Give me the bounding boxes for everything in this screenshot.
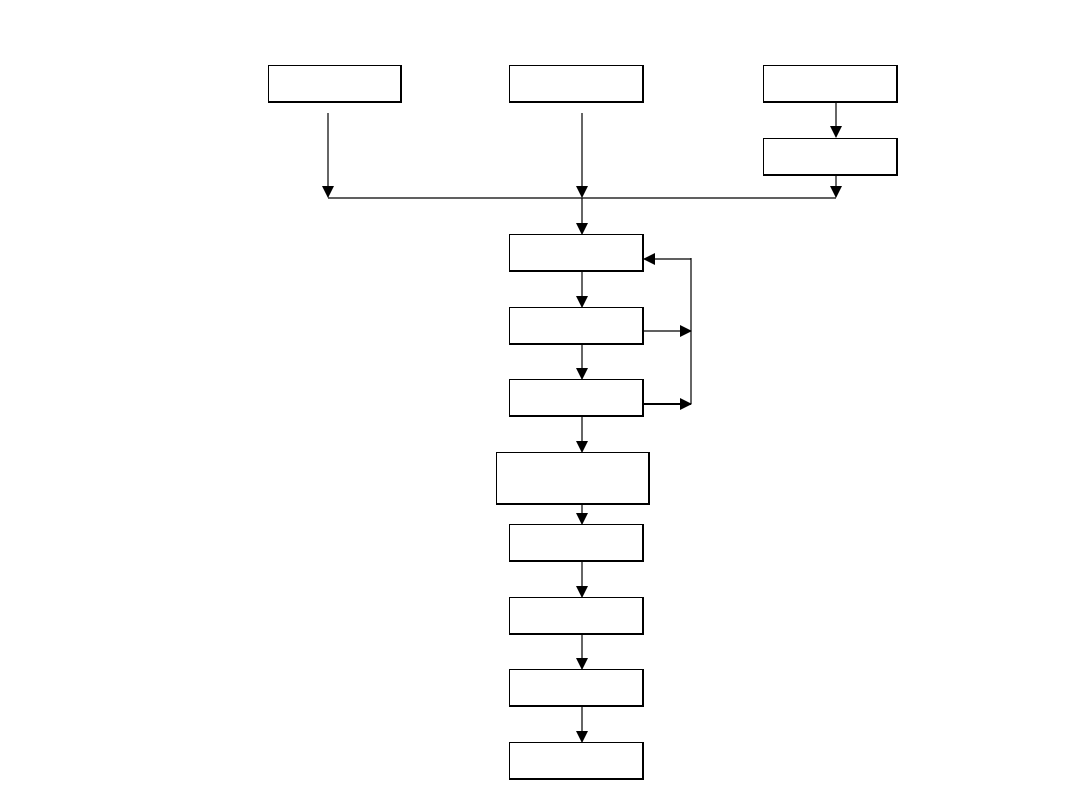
process-step-5	[509, 524, 644, 562]
process-step-8	[509, 742, 644, 780]
input-box-center	[509, 65, 644, 103]
process-step-6	[509, 597, 644, 635]
process-step-2	[509, 307, 644, 345]
input-box-left	[268, 65, 402, 103]
process-step-4	[496, 452, 650, 505]
process-step-1	[509, 234, 644, 272]
process-step-7	[509, 669, 644, 707]
process-step-3	[509, 379, 644, 417]
input-box-right-sub	[763, 138, 898, 176]
input-box-right	[763, 65, 898, 103]
